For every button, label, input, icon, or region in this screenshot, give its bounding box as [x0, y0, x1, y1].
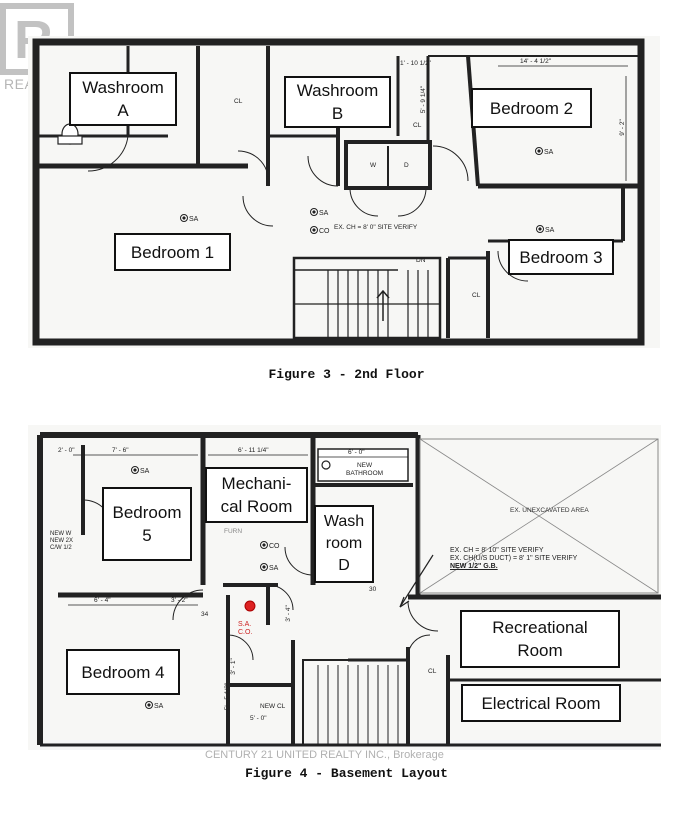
dimension-4: 9' - 2": [618, 119, 626, 136]
smoke-alarm-hall: SA: [310, 208, 328, 217]
washroom-d-label: Wash room D: [314, 505, 374, 583]
dimension-b: 7' - 6": [112, 447, 129, 454]
smoke-alarm-bed3: SA: [536, 225, 554, 234]
dimension-1: 1' - 10 1/2": [400, 60, 432, 67]
washroom-b-label: Washroom B: [284, 76, 391, 128]
washer-label: W: [370, 162, 377, 169]
stair-down-label: DN: [416, 257, 426, 264]
co-alarm-mech: CO: [260, 541, 280, 550]
dimension-c: 6' - 11 1/4": [238, 447, 269, 454]
dimension-i: 3' - 1": [229, 658, 237, 675]
dimension-3: 5' - 9 1/4": [420, 85, 428, 114]
bedroom-3-label: Bedroom 3: [508, 239, 614, 275]
smoke-alarm-mech: SA: [260, 563, 278, 572]
smoke-alarm-bed2: SA: [535, 147, 553, 156]
smoke-alarm-bed4: SA: [145, 701, 163, 710]
dimension-h: 5' - 0": [250, 715, 267, 722]
door-tag-34: 34: [201, 611, 209, 618]
drywall-note: NEW 1/2" G.B.: [450, 563, 498, 570]
new-closet-label: NEW CL: [260, 703, 286, 710]
closet-label: CL: [428, 668, 437, 675]
figure-4-caption: Figure 4 - Basement Layout: [245, 766, 448, 781]
dimension-g: 5' - 5 1/2": [224, 682, 232, 711]
figure-3-caption: Figure 3 - 2nd Floor: [268, 367, 425, 382]
co-alarm-hall: CO: [310, 226, 330, 235]
door-tag-30: 30: [369, 586, 377, 593]
closet-label-3: CL: [472, 292, 481, 299]
dimension-e: 6' - 4": [94, 597, 111, 604]
dimension-f: 3' - 2": [171, 597, 188, 604]
ceiling-note-2: EX. CH(U/S DUCT) = 8' 1" SITE VERIFY: [450, 555, 578, 562]
new-bathroom-label: NEW BATHROOM: [346, 462, 384, 477]
smoke-alarm-bed5: SA: [131, 466, 149, 475]
bedroom-2-label: Bedroom 2: [471, 88, 592, 128]
basement-walls: [37, 432, 661, 747]
smoke-alarm-bed1: SA: [180, 214, 198, 223]
electrical-room-label: Electrical Room: [461, 684, 621, 722]
basement-plan: Bedroom 5 Mechani- cal Room Wash room D …: [28, 425, 661, 750]
washroom-a-label: Washroom A: [69, 72, 177, 126]
furnace-label: FURN: [224, 528, 243, 535]
unexcavated-area-label: EX. UNEXCAVATED AREA: [510, 507, 589, 514]
bedroom-1-label: Bedroom 1: [114, 233, 231, 271]
dimension-j: 3' - 4": [284, 605, 292, 622]
side-note: NEW W NEW 2X C/W 1/2: [50, 531, 74, 551]
sa-co-red-label: S.A. C.O.: [238, 621, 253, 636]
ceiling-height-note: EX. CH = 8' 0" SITE VERIFY: [334, 224, 418, 231]
dimension-d: 6' - 0": [348, 449, 365, 456]
dryer-label: D: [404, 162, 409, 169]
dimension-a: 2' - 0": [58, 447, 75, 454]
recreational-room-label: Recreational Room: [460, 610, 620, 668]
bedroom-5-label: Bedroom 5: [102, 487, 192, 561]
mechanical-room-label: Mechani- cal Room: [205, 467, 308, 523]
closet-label-2: CL: [413, 122, 422, 129]
bedroom-4-label: Bedroom 4: [66, 649, 180, 695]
brokerage-watermark: CENTURY 21 UNITED REALTY INC., Brokerage: [205, 749, 444, 761]
second-floor-plan: Washroom A Washroom B Bedroom 2 Bedroom …: [28, 36, 660, 348]
ceiling-note-1: EX. CH = 8' 10" SITE VERIFY: [450, 547, 544, 554]
dimension-2: 14' - 4 1/2": [520, 58, 552, 65]
closet-label-1: CL: [234, 98, 243, 105]
